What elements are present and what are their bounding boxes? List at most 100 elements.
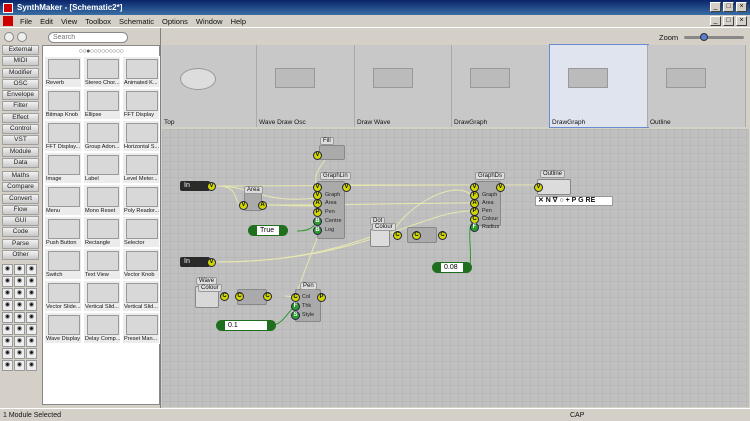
- schematic-canvas[interactable]: Fill V In V Area V A GraphLin V V V Grap…: [162, 129, 749, 407]
- in2-out-pin[interactable]: V: [207, 258, 216, 267]
- module-item[interactable]: FFT Display...: [44, 120, 82, 152]
- category-flow[interactable]: Flow: [2, 204, 39, 215]
- filter-icon[interactable]: ◉: [2, 348, 13, 359]
- filter-icon[interactable]: ◉: [14, 348, 25, 359]
- filter-icon[interactable]: ◉: [2, 360, 13, 371]
- dot-out-pin[interactable]: C: [393, 231, 402, 240]
- category-compare[interactable]: Compare: [2, 182, 39, 193]
- module-item[interactable]: Vector Slide...: [44, 280, 82, 312]
- outline-toolbar[interactable]: ✕ N ∇ ○ + P G RE: [535, 196, 613, 206]
- category-gui[interactable]: GUI: [2, 216, 39, 227]
- menu-edit[interactable]: Edit: [40, 16, 54, 26]
- filter-icon[interactable]: ◉: [14, 312, 25, 323]
- menu-view[interactable]: View: [61, 16, 78, 26]
- module-item[interactable]: Switch: [44, 248, 82, 280]
- colour-out-pin[interactable]: C: [438, 231, 447, 240]
- category-modifier[interactable]: Modifier: [2, 67, 39, 78]
- module-item[interactable]: Bitmap Knob: [44, 88, 82, 120]
- module-item[interactable]: Vertical Slid...: [83, 280, 121, 312]
- radius-value[interactable]: 0.08: [441, 263, 463, 272]
- menu-window[interactable]: Window: [195, 16, 223, 26]
- category-parse[interactable]: Parse: [2, 238, 39, 249]
- outline-in-pin[interactable]: V: [534, 183, 543, 192]
- crumb-3[interactable]: DrawGraph: [452, 45, 550, 127]
- filter-icon[interactable]: ◉: [2, 336, 13, 347]
- filter-icon[interactable]: ◉: [2, 288, 13, 299]
- filter-icon[interactable]: ◉: [14, 288, 25, 299]
- module-item[interactable]: Poly Reador...: [122, 184, 160, 216]
- true-boolean-box[interactable]: True: [248, 225, 288, 236]
- filter-icon[interactable]: ◉: [26, 348, 37, 359]
- filter-icon[interactable]: ◉: [26, 264, 37, 275]
- dot-node[interactable]: [370, 229, 390, 247]
- filter-icon[interactable]: ◉: [26, 360, 37, 371]
- wave-out-pin[interactable]: C: [220, 292, 229, 301]
- in1-out-pin[interactable]: V: [207, 182, 216, 191]
- colour2-in-pin[interactable]: C: [235, 292, 244, 301]
- maximize-button[interactable]: □: [723, 2, 734, 12]
- crumb-4[interactable]: DrawGraph: [549, 44, 649, 128]
- module-item[interactable]: FFT Display: [122, 88, 160, 120]
- filter-icon[interactable]: ◉: [2, 324, 13, 335]
- category-vst[interactable]: VST: [2, 135, 39, 146]
- category-data[interactable]: Data: [2, 157, 39, 168]
- category-module[interactable]: Module: [2, 146, 39, 157]
- colour-in-pin[interactable]: C: [412, 231, 421, 240]
- filter-icon[interactable]: ◉: [26, 288, 37, 299]
- module-item[interactable]: Push Button: [44, 216, 82, 248]
- filter-icon[interactable]: ◉: [26, 336, 37, 347]
- module-item[interactable]: Wave Display: [44, 312, 82, 344]
- minimize-button[interactable]: _: [710, 2, 721, 12]
- category-convert[interactable]: Convert: [2, 193, 39, 204]
- graphlin-pen-pin[interactable]: P: [313, 208, 322, 217]
- crumb-1[interactable]: Wave Draw Osc: [257, 45, 355, 127]
- category-midi[interactable]: MIDI: [2, 56, 39, 67]
- area-in-pin[interactable]: V: [239, 201, 248, 210]
- category-external[interactable]: External: [2, 45, 39, 55]
- menu-schematic[interactable]: Schematic: [119, 16, 155, 26]
- module-item[interactable]: Horizontal S...: [122, 120, 160, 152]
- category-control[interactable]: Control: [2, 124, 39, 135]
- category-envelope[interactable]: Envelope: [2, 90, 39, 101]
- category-filter[interactable]: Filter: [2, 101, 39, 112]
- thickness-float-box[interactable]: 0.1: [216, 320, 276, 331]
- filter-icon[interactable]: ◉: [2, 264, 13, 275]
- input-module-2[interactable]: In: [180, 257, 210, 267]
- module-item[interactable]: Selector: [122, 216, 160, 248]
- zoom-slider[interactable]: [684, 36, 744, 39]
- category-effect[interactable]: Effect: [2, 112, 39, 123]
- doc-minimize-button[interactable]: _: [710, 16, 721, 26]
- module-item[interactable]: Text View: [83, 248, 121, 280]
- module-item[interactable]: Group Adon...: [83, 120, 121, 152]
- crumb-2[interactable]: Draw Wave: [355, 45, 452, 127]
- module-item[interactable]: Reverb: [44, 56, 82, 88]
- filter-icon[interactable]: ◉: [26, 300, 37, 311]
- palette-page-dots[interactable]: ○○●○○○○○○○○○: [78, 47, 124, 55]
- favorites-toggle-icon[interactable]: [17, 32, 27, 42]
- filter-icon[interactable]: ◉: [2, 312, 13, 323]
- graphds-radius-pin[interactable]: F: [470, 223, 479, 232]
- module-item[interactable]: Level Meter...: [122, 152, 160, 184]
- menu-file[interactable]: File: [20, 16, 33, 26]
- zoom-slider-knob[interactable]: [699, 33, 708, 41]
- module-item[interactable]: Preset Man...: [122, 312, 160, 344]
- radius-float-box[interactable]: 0.08: [432, 262, 472, 273]
- fill-node[interactable]: [319, 145, 345, 160]
- filter-icon[interactable]: ◉: [2, 276, 13, 287]
- category-other[interactable]: Other: [2, 250, 39, 261]
- menu-options[interactable]: Options: [162, 16, 188, 26]
- close-button[interactable]: ×: [736, 2, 747, 12]
- search-input[interactable]: [48, 31, 128, 43]
- filter-icon[interactable]: ◉: [26, 276, 37, 287]
- pen-thk-pin[interactable]: F: [291, 302, 300, 311]
- filter-icon[interactable]: ◉: [14, 324, 25, 335]
- pen-out-pin[interactable]: P: [317, 293, 326, 302]
- module-item[interactable]: Vector Knob: [122, 248, 160, 280]
- filter-icon[interactable]: ◉: [14, 360, 25, 371]
- category-maths[interactable]: Maths: [2, 170, 39, 181]
- filter-icon[interactable]: ◉: [26, 312, 37, 323]
- true-value[interactable]: True: [257, 226, 279, 235]
- module-item[interactable]: Mono Reset: [83, 184, 121, 216]
- module-item[interactable]: Rectangle: [83, 216, 121, 248]
- module-item[interactable]: Label: [83, 152, 121, 184]
